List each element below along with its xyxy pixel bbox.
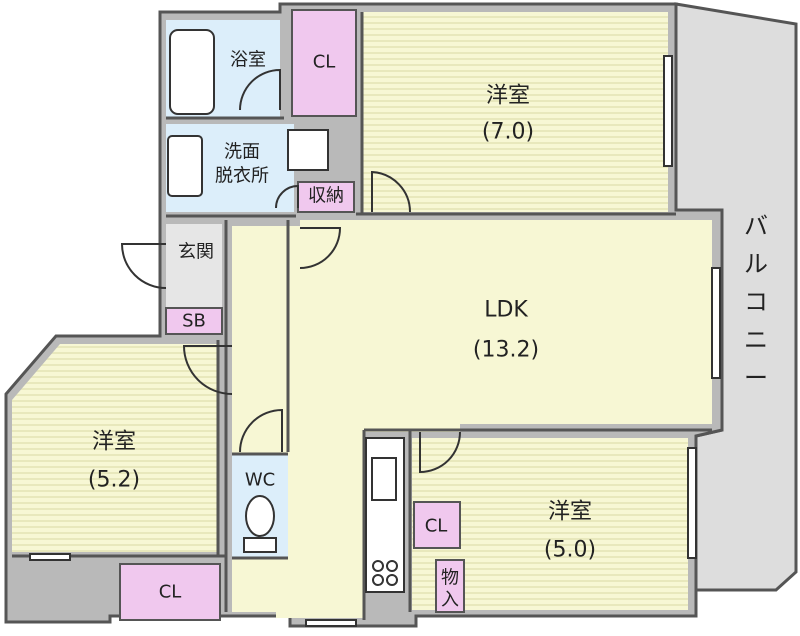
storage-small [435, 559, 465, 613]
entrance-label: 玄関 [178, 242, 214, 263]
western-room-1-label: 洋室 [486, 84, 530, 109]
bathtub-icon [169, 29, 215, 115]
storage-small-label-1: 物 [441, 568, 459, 589]
closet-top [291, 9, 357, 117]
ldk-area [232, 220, 712, 618]
shoe-box [165, 307, 223, 335]
toilet-icon [245, 495, 275, 537]
washroom-label-2: 脱衣所 [215, 166, 269, 187]
toilet-tank-icon [243, 537, 277, 553]
storage-small-label-2: 入 [441, 590, 459, 611]
closet-top-label: CL [313, 52, 336, 73]
inner-walls [12, 12, 712, 620]
toilet-label: WC [245, 470, 275, 491]
balcony-label-5: ー [744, 364, 768, 392]
closet-bottom-left-label: CL [159, 582, 182, 603]
sink-icon [371, 457, 397, 501]
western-room-1-size: (7.0) [482, 120, 534, 145]
western-room-2-size: (5.2) [88, 468, 140, 493]
storage-closet [297, 181, 355, 213]
stove-icon [372, 560, 398, 586]
entrance-area [166, 224, 222, 308]
ldk-label: LDK [484, 298, 528, 323]
western-room-2 [12, 344, 218, 552]
balcony-label-1: バ [744, 212, 768, 240]
closet-bottom-left [119, 563, 221, 621]
windows [29, 55, 721, 627]
closet-bottom-right-label: CL [425, 516, 448, 537]
washroom-label-1: 洗面 [224, 142, 260, 163]
western-room-3-label: 洋室 [548, 500, 592, 525]
balcony-label-3: コ [744, 288, 768, 316]
wash-basin-icon [167, 135, 203, 197]
western-room-2-label: 洋室 [92, 430, 136, 455]
ldk-size: (13.2) [473, 338, 539, 363]
door-swings [120, 68, 461, 474]
washing-machine-icon [287, 129, 329, 171]
balcony-label-2: ル [744, 250, 768, 278]
shoe-box-label: SB [182, 311, 206, 332]
storage-label: 収納 [308, 186, 344, 207]
western-room-1 [362, 12, 668, 212]
western-room-3-size: (5.0) [544, 538, 596, 563]
bathroom-label: 浴室 [230, 50, 266, 71]
balcony-label-4: ニ [744, 326, 768, 354]
closet-bottom-right [413, 501, 461, 549]
